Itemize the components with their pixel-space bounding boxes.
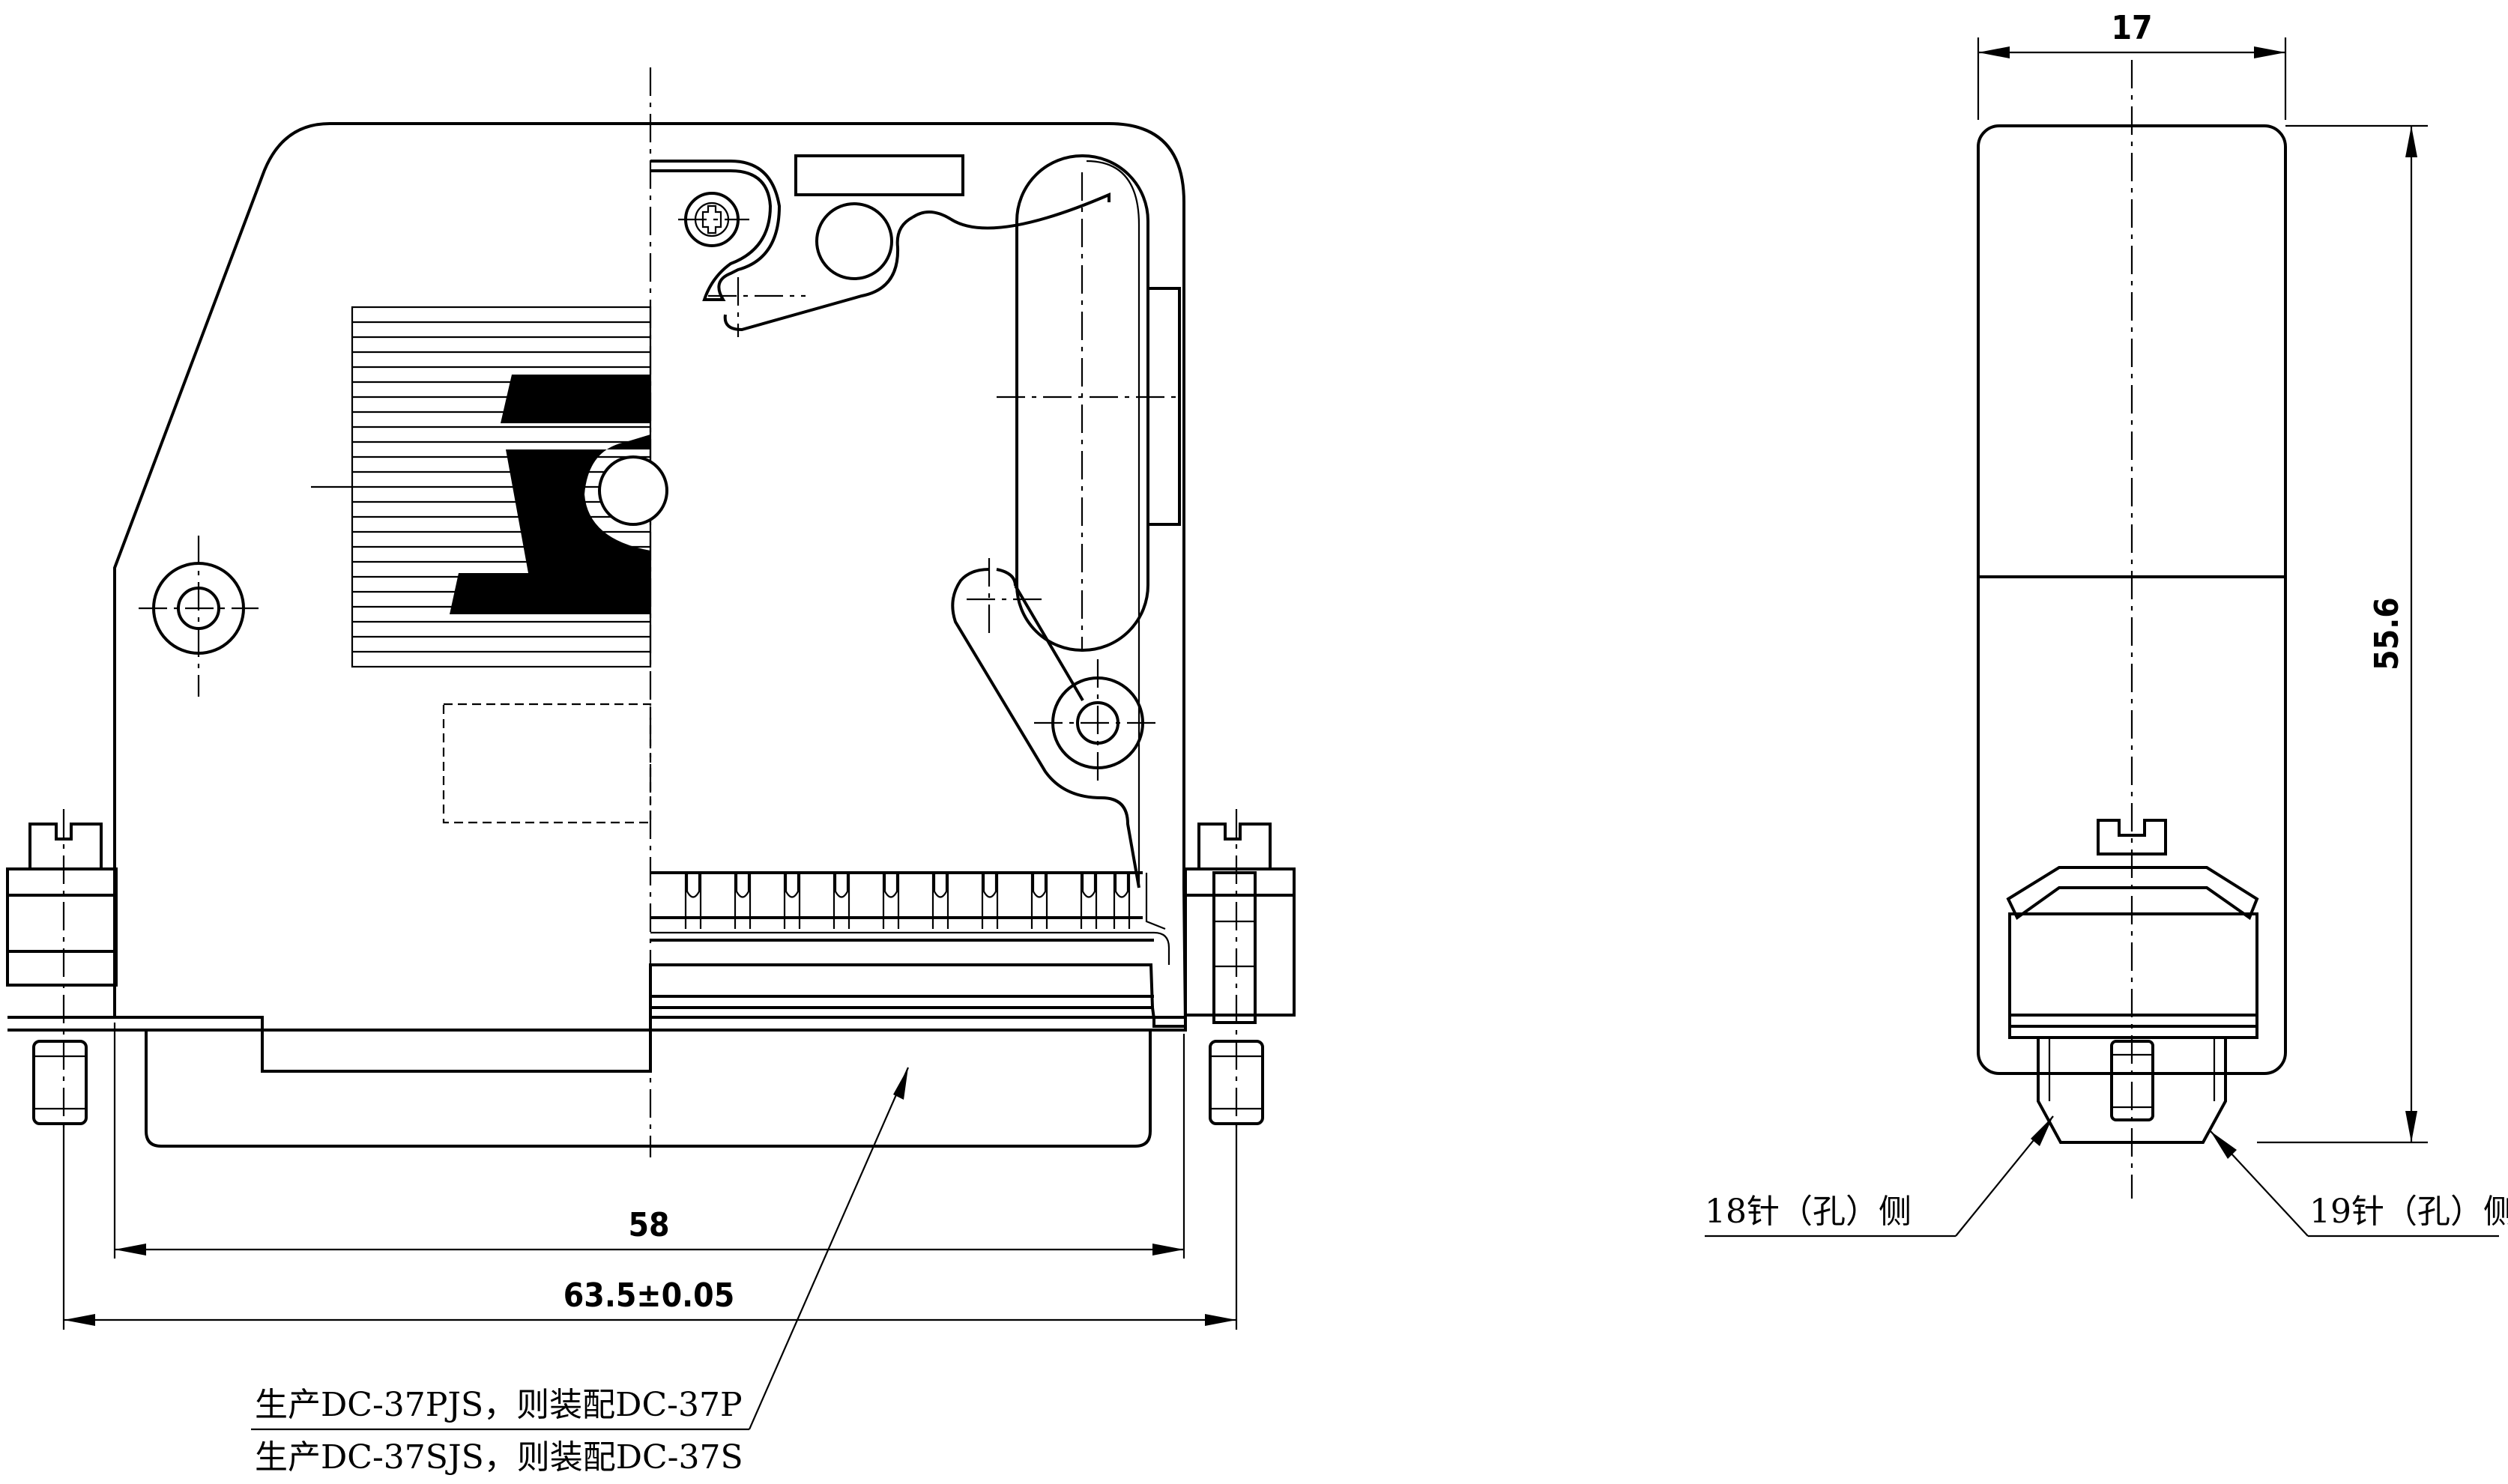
dim-body-width: 58 xyxy=(628,1206,669,1244)
hood-outline xyxy=(113,122,1188,1073)
contact-pins xyxy=(650,871,1170,1009)
side-dim-width xyxy=(1977,37,2287,120)
callout-18-pin-side: 18针（孔）侧 xyxy=(1705,1193,1912,1231)
dim-mount-spacing: 63.5±0.05 xyxy=(563,1276,735,1315)
note-line-2: 生产DC-37SJS，则装配DC-37S xyxy=(255,1438,743,1477)
right-jackscrew xyxy=(1184,809,1296,1131)
side-callout-leaders xyxy=(1705,1115,2499,1238)
d-sub-shell xyxy=(115,1016,1187,1148)
front-dimensions xyxy=(62,1023,1238,1330)
note-line-1: 生产DC-37PJS，则装配DC-37P xyxy=(255,1386,743,1424)
left-jackscrew xyxy=(6,809,118,1131)
callout-19-pin-side: 19针（孔）侧 xyxy=(2309,1193,2508,1231)
side-dim-height xyxy=(2257,124,2428,1144)
front-view: 58 63.5±0.05 生产DC-37PJS，则装配DC-37P 生产DC-3… xyxy=(6,67,1296,1477)
dim-thickness: 17 xyxy=(2111,9,2152,47)
dim-height: 55.6 xyxy=(2368,597,2406,670)
label-area-hidden xyxy=(442,703,652,824)
side-view: 17 55.6 18针（孔）侧 19针（孔）侧 xyxy=(1705,9,2508,1238)
note-leader xyxy=(251,1067,910,1431)
latch-mechanism xyxy=(650,154,1184,888)
side-plug xyxy=(2006,819,2259,1144)
left-mount-hole xyxy=(139,536,259,697)
hood-inner-edge xyxy=(1086,160,1140,888)
logo-mark xyxy=(450,375,668,614)
